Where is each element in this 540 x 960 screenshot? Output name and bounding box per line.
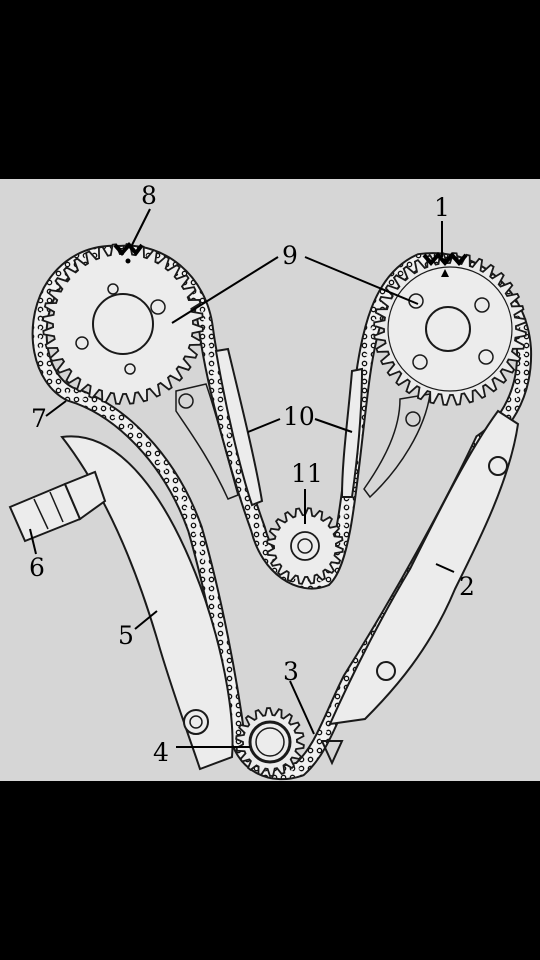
fixed-guide-rail xyxy=(328,409,520,726)
sprockets xyxy=(42,243,527,777)
right-bracket-bolt xyxy=(405,411,421,427)
timing-mark-right xyxy=(422,251,468,277)
upper-guide-right xyxy=(340,367,364,498)
callout-6: 6 xyxy=(29,553,45,582)
timing-chain-diagram: 1 2 3 4 5 6 7 8 9 10 11 xyxy=(0,179,540,781)
diagram-canvas: 1 2 3 4 5 6 7 8 9 10 11 xyxy=(8,181,533,781)
callout-4: 4 xyxy=(153,738,169,767)
crank-timing-arrow xyxy=(320,740,344,766)
leader-lines xyxy=(29,208,455,748)
camshaft-sprocket-right xyxy=(373,252,527,406)
callout-11: 11 xyxy=(291,459,323,488)
hub-middle xyxy=(290,531,320,561)
rail-pivot-bolt xyxy=(183,709,209,735)
tensioner-rail xyxy=(60,435,234,771)
left-bracket-bolt xyxy=(178,393,194,409)
chain-tensioner xyxy=(8,470,107,543)
guide-bolt-bottom xyxy=(376,661,396,681)
crankshaft-sprocket xyxy=(235,707,305,777)
callout-8: 8 xyxy=(141,181,157,210)
callout-3: 3 xyxy=(283,657,299,686)
callout-9: 9 xyxy=(282,241,298,270)
callout-7: 7 xyxy=(31,404,47,433)
right-bracket xyxy=(363,393,431,499)
hub-right xyxy=(425,306,471,352)
rail-pivot-bolt-inner xyxy=(189,715,203,729)
callout-5: 5 xyxy=(118,621,134,650)
hub-left xyxy=(92,293,154,355)
timing-mark-left xyxy=(113,241,144,264)
callout-1: 1 xyxy=(434,193,450,222)
camshaft-sprocket-left xyxy=(42,243,204,405)
callout-10: 10 xyxy=(283,402,315,431)
upper-guide-left xyxy=(214,347,264,507)
callout-2: 2 xyxy=(459,572,475,601)
intermediate-sprocket xyxy=(266,507,344,585)
guide-bolt-top xyxy=(488,456,508,476)
left-bracket xyxy=(175,383,239,500)
